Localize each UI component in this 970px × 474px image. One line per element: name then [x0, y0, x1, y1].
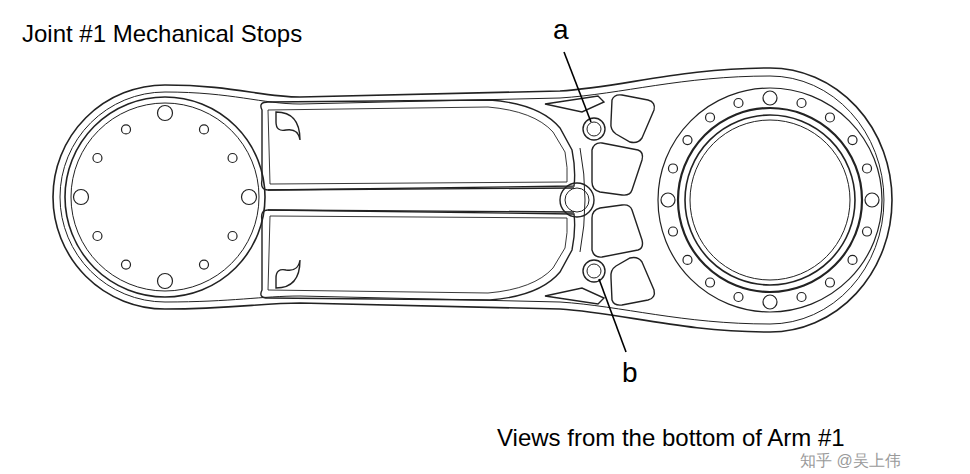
bolt-hole [863, 227, 872, 236]
bolt-hole [242, 190, 257, 205]
bolt-hole [734, 98, 743, 107]
bolt-hole [668, 164, 677, 173]
bolt-hole [706, 113, 715, 122]
bolt-hole [122, 260, 131, 269]
leader-line [564, 52, 591, 122]
bolt-hole [661, 193, 675, 207]
leader-line [599, 279, 626, 352]
bolt-hole [683, 136, 692, 145]
bolt-hole [200, 260, 209, 269]
figure-caption: Views from the bottom of Arm #1 [497, 424, 845, 452]
bolt-hole [848, 136, 857, 145]
bolt-hole [763, 91, 777, 105]
bolt-hole [683, 255, 692, 264]
bolt-hole [797, 98, 806, 107]
bolt-hole [825, 113, 834, 122]
arm-outline [53, 68, 892, 332]
bolt-hole [122, 125, 131, 134]
callout-letter: b [622, 357, 638, 389]
right-flange [658, 88, 882, 312]
bolt-hole [74, 190, 89, 205]
watermark: 知乎 @吴上伟 [800, 452, 901, 470]
bolt-hole [797, 293, 806, 302]
bolt-hole [706, 278, 715, 287]
bolt-hole [825, 278, 834, 287]
bolt-hole [228, 154, 237, 163]
right-bolt-holes [661, 91, 879, 309]
bolt-hole [158, 106, 173, 121]
figure-title: Joint #1 Mechanical Stops [22, 20, 302, 48]
bolt-hole [200, 125, 209, 134]
bolt-hole [848, 255, 857, 264]
arm-outline-inner [60, 76, 884, 324]
bolt-hole [228, 232, 237, 241]
bolt-hole [863, 164, 872, 173]
bolt-hole [734, 293, 743, 302]
bolt-hole [158, 274, 173, 289]
callout-letter: a [553, 14, 569, 46]
bolt-hole [668, 227, 677, 236]
bolt-hole [93, 232, 102, 241]
bolt-hole [93, 154, 102, 163]
bolt-hole [763, 295, 777, 309]
arm-pockets [261, 95, 655, 305]
bolt-hole [865, 193, 879, 207]
left-bolt-holes [74, 106, 257, 289]
left-flange [65, 97, 265, 297]
